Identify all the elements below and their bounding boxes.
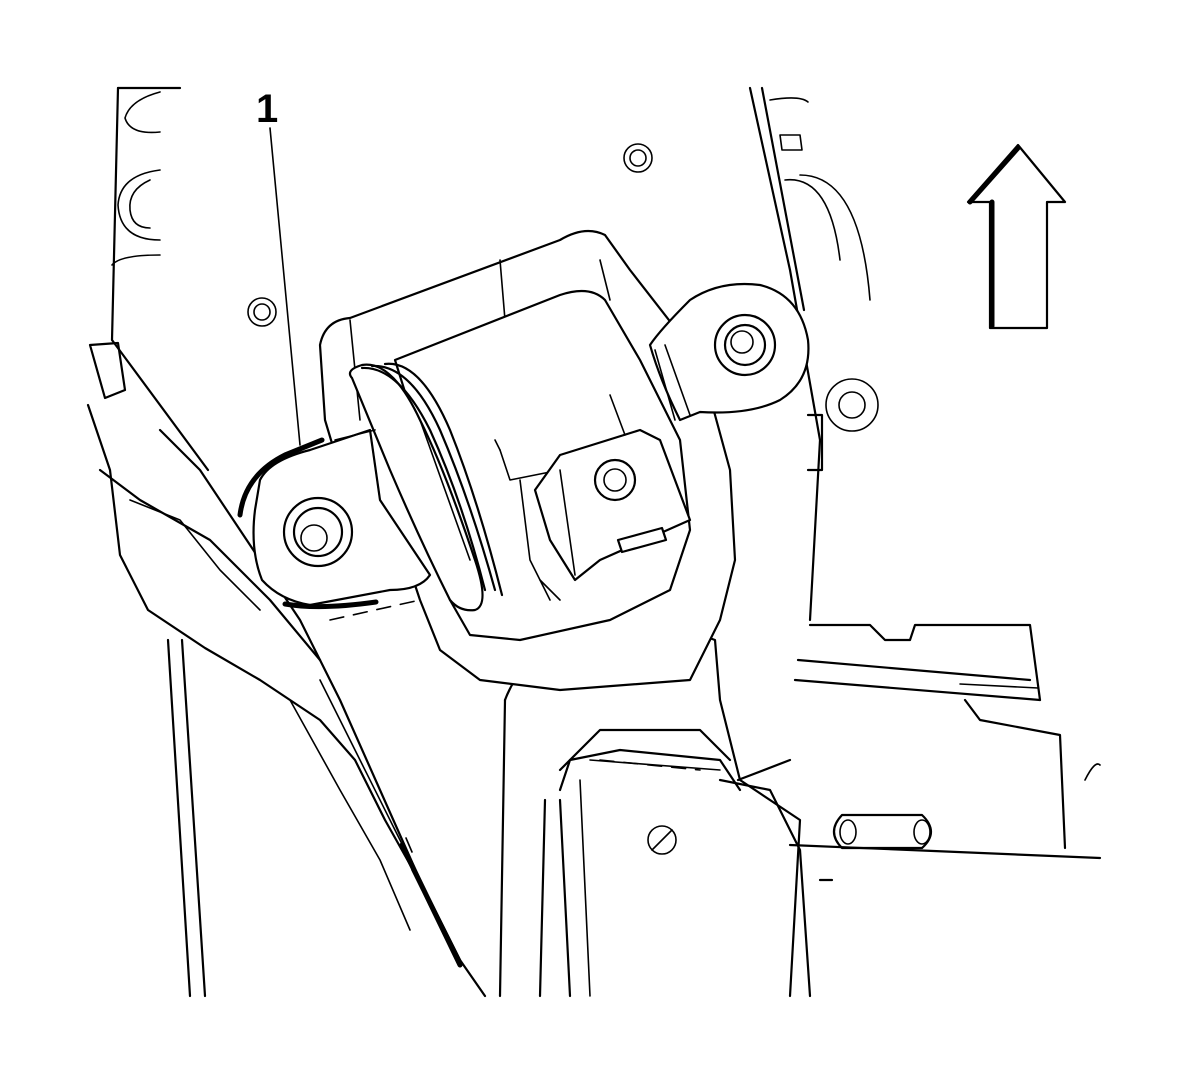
mount-body	[318, 229, 737, 692]
left-mount-arm	[237, 428, 432, 621]
up-arrow-icon	[966, 143, 1067, 330]
right-bracket	[736, 623, 1102, 882]
callout-1-leader	[269, 127, 301, 446]
callout-1: 1	[256, 87, 301, 446]
right-mount-arm	[648, 282, 810, 422]
left-frame-rail	[86, 86, 487, 998]
bushing-sleeve	[348, 362, 504, 612]
callout-1-label: 1	[256, 87, 278, 131]
